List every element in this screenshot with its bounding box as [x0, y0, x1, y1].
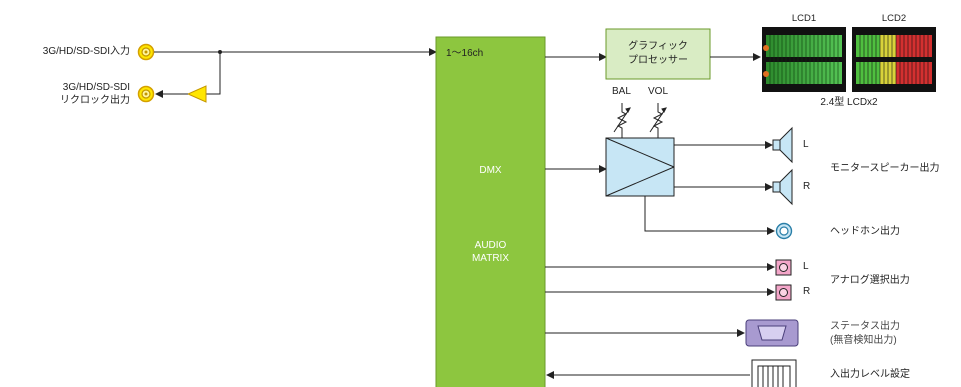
- speaker-l-label: L: [803, 139, 809, 150]
- amp-to-headphone-line: [644, 196, 775, 235]
- analog-l-connector-icon: [775, 259, 792, 276]
- lcd1-label: LCD1: [791, 13, 817, 24]
- reclock-buffer-triangle: [186, 85, 207, 103]
- sdi-input-connector: [137, 43, 155, 61]
- reclock-branch-line: [206, 52, 221, 95]
- status-output-label-line1: ステータス出力: [830, 321, 900, 332]
- lcd1-meter-display: [762, 27, 846, 92]
- audio-label: AUDIO: [474, 240, 507, 251]
- channels-label: 1〜16ch: [446, 48, 484, 59]
- monitor-speaker-label: モニタースピーカー出力: [830, 163, 940, 174]
- bal-label: BAL: [612, 86, 631, 97]
- status-output-label-line2: (無音検知出力): [830, 335, 897, 346]
- reclock-output-label-line1: 3G/HD/SD-SDI: [62, 82, 130, 93]
- headphone-label: ヘッドホン出力: [830, 226, 900, 237]
- analog-l-label: L: [803, 261, 809, 272]
- amp-diagonal-top: [605, 137, 675, 168]
- speaker-r-icon: [772, 168, 793, 206]
- speaker-l-icon: [772, 126, 793, 164]
- processor-label-line1: グラフィック: [628, 41, 688, 52]
- graphic-processor-block: [605, 28, 711, 80]
- lcd2-meter-display: [852, 27, 936, 92]
- vol-label: VOL: [648, 86, 669, 97]
- dmx-label: DMX: [479, 165, 502, 176]
- audio-matrix-block: [435, 36, 546, 387]
- processor-label-line2: プロセッサー: [628, 55, 688, 66]
- dip-switch-icon: [751, 359, 797, 387]
- analog-select-label: アナログ選択出力: [830, 275, 910, 286]
- reclock-output-label-line2: リクロック出力: [60, 95, 130, 106]
- analog-r-connector-icon: [775, 284, 792, 301]
- amp-diagonal-bottom: [605, 166, 675, 197]
- matrix-label: MATRIX: [471, 253, 510, 264]
- analog-r-label: R: [803, 286, 811, 297]
- speaker-r-label: R: [803, 181, 811, 192]
- reclock-output-connector: [137, 85, 155, 103]
- vol-variable-resistor: [649, 103, 667, 138]
- lcd2-label: LCD2: [881, 13, 907, 24]
- amplifier-block: [605, 137, 675, 197]
- headphone-jack-icon: [775, 222, 793, 240]
- bal-variable-resistor: [613, 103, 631, 138]
- status-dsub-connector-icon: [745, 319, 799, 347]
- lcd-caption: 2.4型 LCDx2: [820, 97, 878, 108]
- sdi-input-label: 3G/HD/SD-SDI入力: [42, 46, 130, 57]
- level-setting-label: 入出力レベル設定: [830, 369, 910, 380]
